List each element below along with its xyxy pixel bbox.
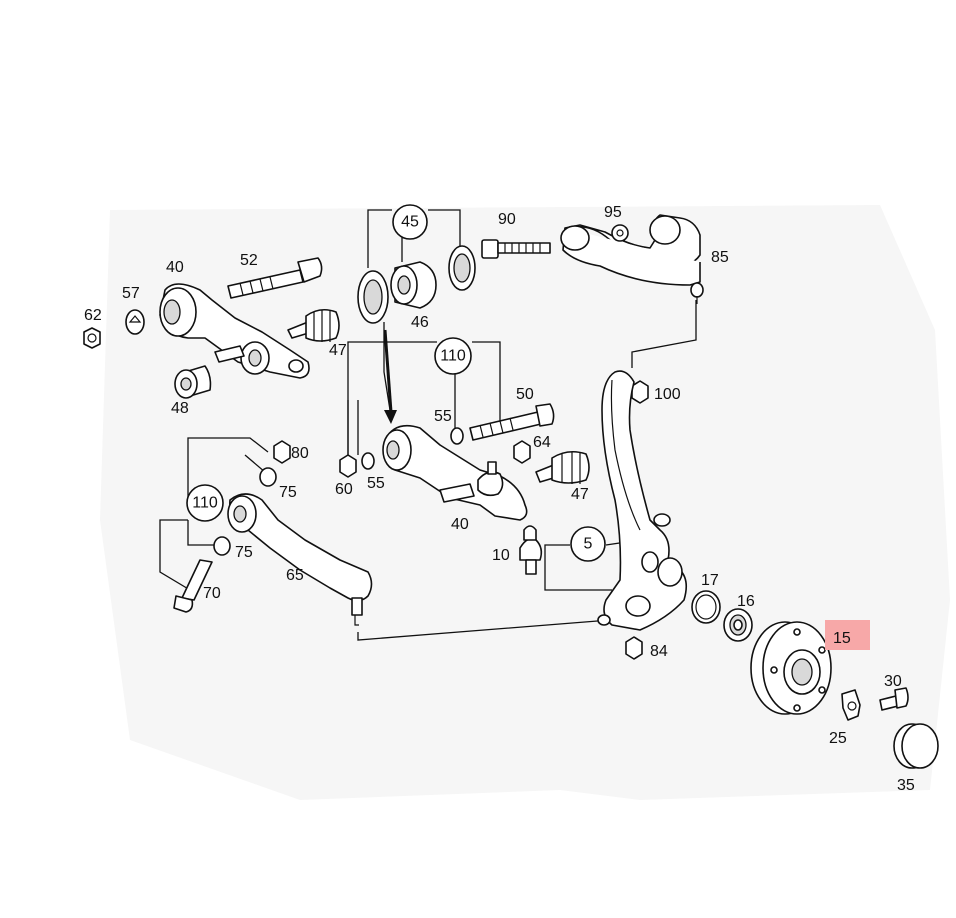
part-46-bushing <box>390 261 437 309</box>
label-64[interactable]: 64 <box>533 434 551 451</box>
part-50-bolt <box>469 403 555 441</box>
label-50[interactable]: 50 <box>516 386 534 403</box>
label-25[interactable]: 25 <box>829 730 847 747</box>
callout-110-upper-text: 110 <box>440 348 466 365</box>
part-45-bushing-set <box>357 245 476 324</box>
label-100[interactable]: 100 <box>654 386 681 403</box>
part-84-nut <box>625 636 643 660</box>
label-62[interactable]: 62 <box>84 307 102 324</box>
part-95-washer <box>611 224 629 242</box>
label-40-upper[interactable]: 40 <box>166 259 184 276</box>
label-70[interactable]: 70 <box>203 585 221 602</box>
part-52-bolt <box>227 257 323 299</box>
part-30-screw <box>879 687 909 711</box>
label-35[interactable]: 35 <box>897 777 915 794</box>
label-84[interactable]: 84 <box>650 643 668 660</box>
part-55-washer-b <box>361 452 375 470</box>
label-10[interactable]: 10 <box>492 547 510 564</box>
part-48-bushing <box>174 365 212 399</box>
leader-lines <box>159 209 697 641</box>
label-65[interactable]: 65 <box>286 567 304 584</box>
label-95[interactable]: 95 <box>604 204 622 221</box>
label-47-lower[interactable]: 47 <box>571 486 589 503</box>
label-52[interactable]: 52 <box>240 252 258 269</box>
callout-5-text: 5 <box>584 536 593 553</box>
part-55-washer-a <box>450 427 464 445</box>
part-15-wheel-hub <box>750 621 832 715</box>
part-40-lower-arm-left <box>159 283 310 379</box>
label-85[interactable]: 85 <box>711 249 729 266</box>
part-80-nut <box>273 440 291 464</box>
part-16-wheel-bearing <box>723 608 753 642</box>
callout-45[interactable]: 45 <box>392 204 428 240</box>
label-75-upper[interactable]: 75 <box>279 484 297 501</box>
part-35-hub-cap <box>893 723 939 769</box>
steering-knuckle <box>597 370 688 631</box>
label-47-upper[interactable]: 47 <box>329 342 347 359</box>
part-10-ball-joint <box>519 525 543 575</box>
label-15[interactable]: 15 <box>833 630 851 647</box>
part-60-nut <box>339 454 357 478</box>
part-62-nut <box>83 327 101 349</box>
upper-control-arm-85 <box>560 214 704 304</box>
label-55-lower[interactable]: 55 <box>367 475 385 492</box>
callout-110-lower[interactable]: 110 <box>186 484 224 522</box>
label-60[interactable]: 60 <box>335 481 353 498</box>
callout-5[interactable]: 5 <box>570 526 606 562</box>
part-number-labels: 90 95 85 40 52 57 62 46 47 48 100 50 55 … <box>84 204 915 794</box>
callout-110-lower-text: 110 <box>192 495 218 512</box>
part-70-bolt <box>173 559 213 613</box>
label-75-lower[interactable]: 75 <box>235 544 253 561</box>
part-75-washer-b <box>213 536 231 556</box>
part-90-bolt <box>481 239 551 259</box>
part-47-ball-joint-upper <box>287 308 340 342</box>
label-57[interactable]: 57 <box>122 285 140 302</box>
highlight-box-15 <box>825 620 870 650</box>
label-40-lower[interactable]: 40 <box>451 516 469 533</box>
part-100-nut <box>631 380 649 404</box>
callout-45-text: 45 <box>401 214 419 231</box>
label-46[interactable]: 46 <box>411 314 429 331</box>
label-55-upper[interactable]: 55 <box>434 408 452 425</box>
label-30[interactable]: 30 <box>884 673 902 690</box>
label-80[interactable]: 80 <box>291 445 309 462</box>
part-40-lower-arm-center <box>382 424 528 521</box>
callout-110-upper[interactable]: 110 <box>434 337 472 375</box>
part-75-washer-a <box>259 467 277 487</box>
part-65-control-arm <box>227 493 373 626</box>
label-17[interactable]: 17 <box>701 572 719 589</box>
part-64-nut <box>513 440 531 464</box>
label-90[interactable]: 90 <box>498 211 516 228</box>
label-48[interactable]: 48 <box>171 400 189 417</box>
part-25-clip <box>841 689 861 721</box>
label-16[interactable]: 16 <box>737 593 755 610</box>
part-47-ball-joint-lower <box>535 450 590 484</box>
